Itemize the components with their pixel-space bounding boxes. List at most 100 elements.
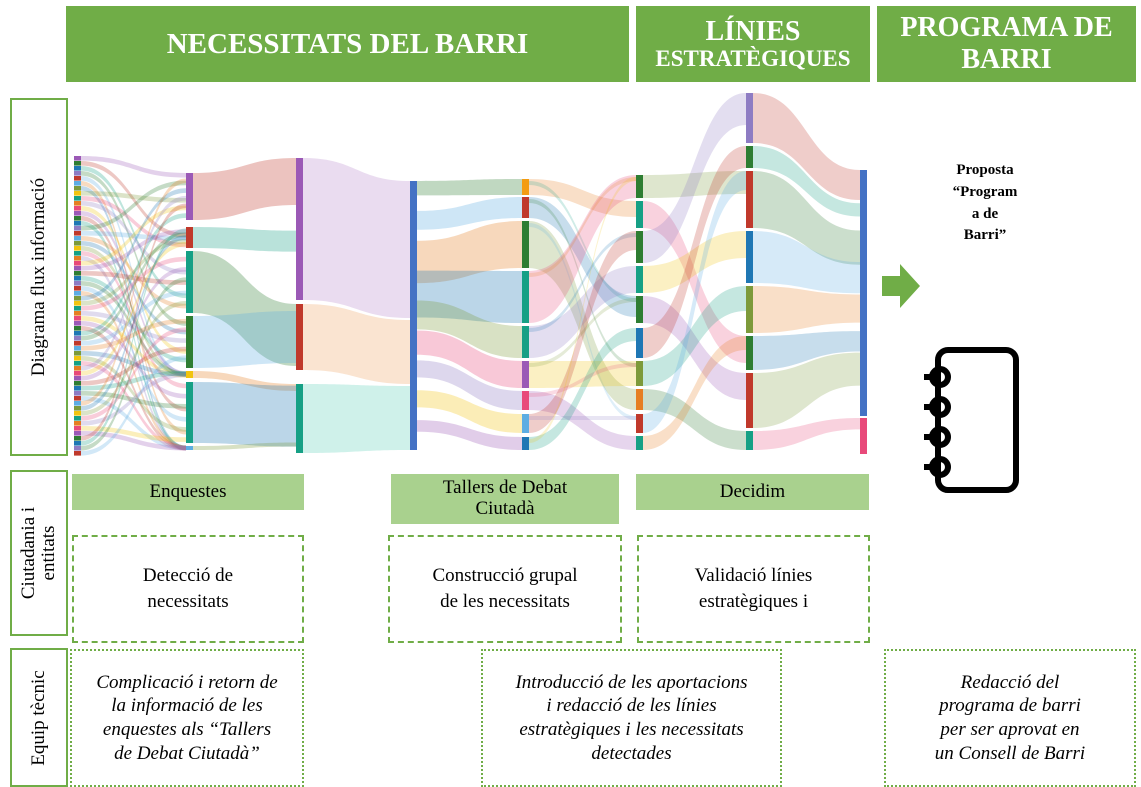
- flow-node-98: [746, 431, 753, 450]
- flow-band-59: [81, 277, 186, 451]
- stage-enquestes: Enquestes: [72, 474, 304, 510]
- flow-band-29: [81, 188, 186, 301]
- flow-band-112: [753, 286, 860, 333]
- flow-band-43: [81, 195, 186, 371]
- flow-node-5: [74, 176, 81, 181]
- box-introduccio-aportacions: Introducció de les aportacions i redacci…: [481, 649, 782, 787]
- flow-node-3: [74, 166, 81, 171]
- flow-band-79: [417, 420, 522, 450]
- header-programa-line1: PROGRAMA DE: [900, 11, 1113, 43]
- header-programa-de-barri: PROGRAMA DE BARRI: [877, 6, 1136, 82]
- flow-band-20: [81, 251, 186, 389]
- flow-band-82: [529, 197, 636, 317]
- box-deteccio-line2: necessitats: [147, 591, 229, 612]
- flow-node-17: [74, 236, 81, 241]
- flow-node-96: [746, 336, 753, 370]
- flow-node-85: [636, 296, 643, 323]
- flow-band-94: [529, 231, 636, 433]
- flow-band-91: [529, 298, 636, 367]
- flow-node-95: [746, 286, 753, 333]
- flow-band-68: [303, 158, 410, 318]
- flow-band-9: [81, 196, 186, 248]
- flow-band-53: [81, 327, 186, 421]
- row-label-diagrama-text: Diagrama flux informació: [28, 177, 50, 377]
- flow-band-84: [529, 221, 636, 410]
- proposal-line4: Barri”: [963, 227, 1007, 244]
- flow-band-56: [81, 431, 186, 451]
- flow-node-40: [74, 351, 81, 356]
- flow-node-68: [296, 158, 303, 300]
- flow-band-83: [529, 199, 636, 367]
- box-introduccio-line2: i redacció de les línies: [546, 695, 717, 717]
- flow-node-53: [74, 416, 81, 421]
- flow-band-25: [81, 276, 186, 363]
- flow-node-28: [74, 291, 81, 296]
- flow-node-61: [186, 173, 193, 220]
- flow-node-9: [74, 196, 81, 201]
- flow-band-4: [81, 171, 186, 326]
- flow-band-52: [81, 300, 186, 416]
- flow-band-104: [643, 286, 746, 386]
- flow-node-71: [410, 181, 417, 450]
- flow-band-71: [417, 179, 522, 196]
- flow-band-85: [529, 223, 636, 420]
- flow-band-47: [81, 371, 186, 391]
- flow-band-48: [81, 391, 186, 409]
- flow-node-15: [74, 226, 81, 231]
- flow-band-72: [417, 197, 522, 230]
- box-construccio-grupal: Construcció grupal de les necessitats: [388, 535, 622, 643]
- flow-band-30: [81, 238, 186, 306]
- flow-node-81: [636, 175, 643, 198]
- flow-node-97: [746, 373, 753, 428]
- flow-band-45: [81, 267, 186, 381]
- flow-node-57: [74, 436, 81, 441]
- box-construccio-line2: de les necessitats: [440, 591, 570, 612]
- flow-band-81: [529, 181, 636, 302]
- flow-node-90: [636, 436, 643, 450]
- flow-node-11: [74, 206, 81, 211]
- flow-band-33: [81, 316, 186, 378]
- box-introduccio-line1: Introducció de les aportacions: [515, 671, 748, 693]
- box-deteccio-line1: Detecció de: [142, 565, 234, 587]
- row-label-ciutadania-line2: entitats: [38, 525, 59, 581]
- flow-band-70: [303, 384, 410, 453]
- flow-band-78: [417, 390, 522, 433]
- flow-band-92: [529, 391, 636, 450]
- flow-node-1: [74, 156, 81, 161]
- flow-node-45: [74, 376, 81, 381]
- proposal-line3: a de: [971, 205, 999, 222]
- flow-node-29: [74, 296, 81, 301]
- flow-band-46: [81, 346, 186, 386]
- flow-band-80: [529, 179, 636, 217]
- flow-node-62: [186, 227, 193, 248]
- flow-band-41: [81, 356, 186, 432]
- flow-band-89: [529, 233, 636, 332]
- flow-band-23: [81, 229, 186, 271]
- flow-node-14: [74, 221, 81, 226]
- flow-band-32: [81, 311, 186, 343]
- flow-node-48: [74, 391, 81, 396]
- flow-band-114: [753, 352, 860, 428]
- flow-node-88: [636, 389, 643, 410]
- flow-node-73: [522, 197, 529, 218]
- flow-node-67: [186, 446, 193, 450]
- flow-node-47: [74, 386, 81, 391]
- flow-band-113: [753, 331, 860, 370]
- header-linies-line2: ESTRATÈGIQUES: [655, 45, 851, 71]
- stage-decidim-text: Decidim: [719, 480, 786, 502]
- flow-band-22: [81, 205, 186, 266]
- flow-node-26: [74, 281, 81, 286]
- flow-band-28: [81, 291, 186, 451]
- box-redaccio-line2: programa de barri: [939, 695, 1081, 717]
- flow-band-26: [81, 281, 186, 377]
- flow-node-23: [74, 266, 81, 271]
- flow-node-86: [636, 328, 643, 358]
- flow-band-66: [193, 382, 296, 447]
- flow-node-83: [636, 231, 643, 263]
- flow-node-80: [522, 437, 529, 450]
- flow-node-18: [74, 241, 81, 246]
- flow-band-61: [193, 158, 296, 220]
- flow-band-34: [81, 321, 186, 399]
- flow-node-79: [522, 414, 529, 433]
- header-necessitats-del-barri: NECESSITATS DEL BARRI: [66, 6, 629, 82]
